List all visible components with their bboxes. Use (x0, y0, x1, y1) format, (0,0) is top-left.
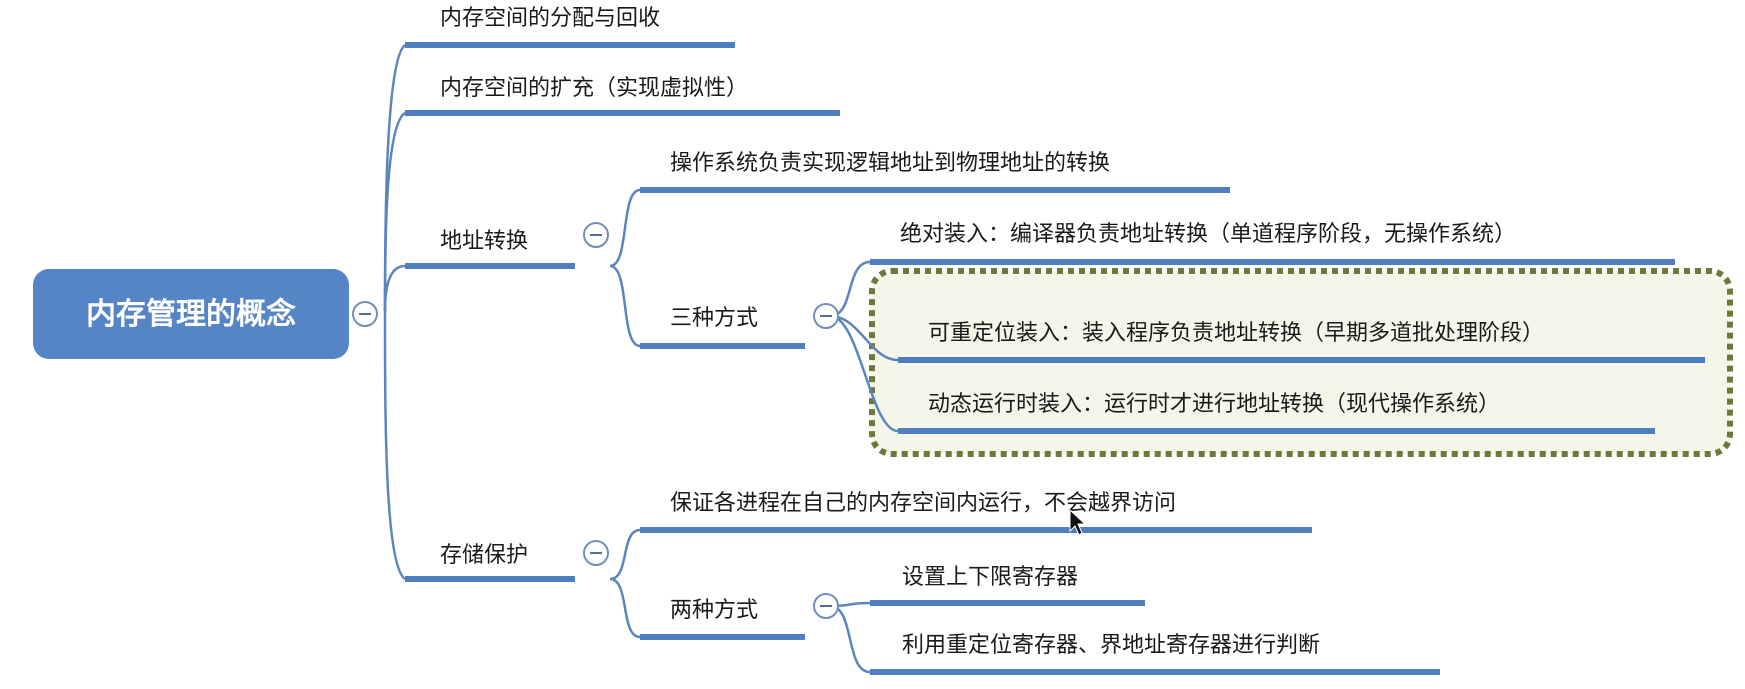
node-addr[interactable]: 地址转换 (405, 229, 575, 269)
mouse-pointer-icon (1069, 508, 1087, 536)
node-protect[interactable]: 存储保护 (405, 543, 575, 582)
connector-dynamic (829, 314, 899, 433)
node-relocation[interactable]: 利用重定位寄存器、界地址寄存器进行判断 (870, 633, 1440, 675)
addr-collapse-button[interactable] (583, 222, 609, 248)
connector-protect-desc (609, 528, 641, 581)
connector-addr-methods (609, 264, 641, 348)
node-methods3[interactable]: 三种方式 (640, 306, 805, 349)
node-dynamic-label: 动态运行时装入：运行时才进行地址转换（现代操作系统） (928, 392, 1500, 417)
root-box[interactable] (33, 269, 349, 359)
node-expand-label: 内存空间的扩充（实现虚拟性） (440, 76, 748, 101)
node-relocatable[interactable]: 可重定位装入：装入程序负责地址转换（早期多道批处理阶段） (898, 321, 1705, 363)
node-protect-desc[interactable]: 保证各进程在自己的内存空间内运行，不会越界访问 (640, 491, 1312, 533)
methods3-collapse-button[interactable] (813, 303, 839, 329)
connector-addr (383, 264, 406, 312)
node-alloc[interactable]: 内存空间的分配与回收 (405, 6, 735, 48)
node-protect-label: 存储保护 (440, 543, 528, 568)
root-label: 内存管理的概念 (86, 297, 296, 332)
node-absolute-label: 绝对装入：编译器负责地址转换（单道程序阶段，无操作系统） (900, 222, 1516, 247)
root-node[interactable]: 内存管理的概念 (33, 269, 349, 359)
root-connectors (383, 44, 406, 581)
node-bounds[interactable]: 设置上下限寄存器 (870, 565, 1145, 606)
protect-connectors (609, 528, 641, 639)
node-relocation-label: 利用重定位寄存器、界地址寄存器进行判断 (902, 633, 1320, 658)
node-methods3-label: 三种方式 (670, 306, 758, 331)
node-bounds-label: 设置上下限寄存器 (902, 565, 1078, 590)
node-addr-desc[interactable]: 操作系统负责实现逻辑地址到物理地址的转换 (640, 151, 1230, 193)
node-methods2-label: 两种方式 (670, 598, 758, 623)
connector-addr-desc (609, 188, 641, 268)
addr-connectors (609, 188, 641, 348)
node-alloc-label: 内存空间的分配与回收 (440, 6, 660, 31)
connector-expand (383, 111, 406, 312)
connector-protect-methods (609, 577, 641, 639)
connector-relocation (829, 604, 871, 674)
root-collapse-button[interactable] (352, 301, 378, 327)
node-dynamic[interactable]: 动态运行时装入：运行时才进行地址转换（现代操作系统） (898, 392, 1655, 434)
node-protect-desc-label: 保证各进程在自己的内存空间内运行，不会越界访问 (670, 491, 1176, 516)
protect-collapse-button[interactable] (583, 540, 609, 566)
node-expand[interactable]: 内存空间的扩充（实现虚拟性） (405, 76, 840, 116)
node-addr-desc-label: 操作系统负责实现逻辑地址到物理地址的转换 (670, 151, 1110, 176)
node-addr-label: 地址转换 (440, 229, 528, 254)
node-methods2[interactable]: 两种方式 (640, 598, 805, 640)
node-absolute[interactable]: 绝对装入：编译器负责地址转换（单道程序阶段，无操作系统） (870, 222, 1675, 265)
connector-protect (383, 310, 406, 581)
methods2-collapse-button[interactable] (813, 593, 839, 619)
node-relocatable-label: 可重定位装入：装入程序负责地址转换（早期多道批处理阶段） (928, 321, 1544, 346)
